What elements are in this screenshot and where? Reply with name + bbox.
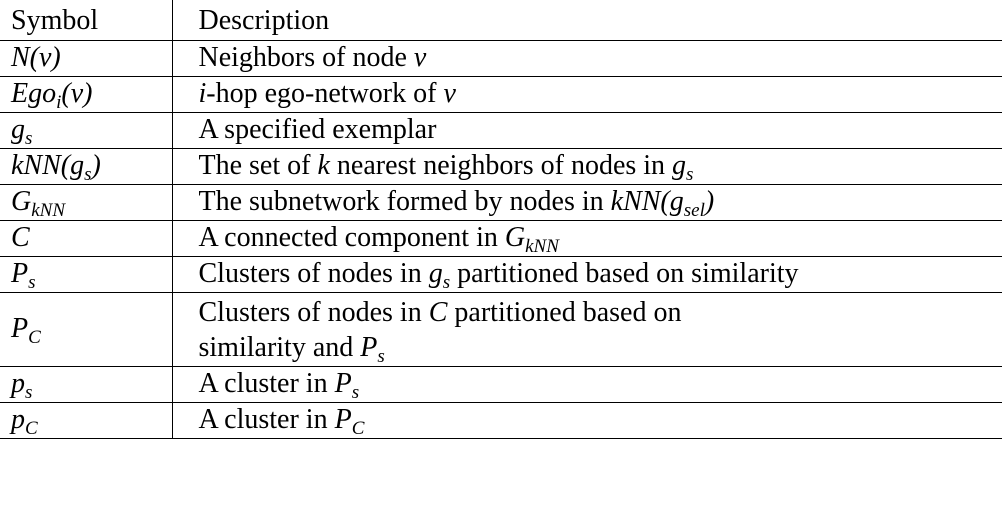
table-row: Ps Clusters of nodes in gs partitioned b…: [0, 255, 1002, 292]
table-row: gs A specified exemplar: [0, 111, 1002, 148]
description-cell: Clusters of nodes in gs partitioned base…: [172, 255, 1002, 292]
table-row: ps A cluster in Ps: [0, 365, 1002, 402]
table-row: pC A cluster in PC: [0, 401, 1002, 439]
table-row: kNN(gs) The set of k nearest neighbors o…: [0, 147, 1002, 184]
table-row: GkNN The subnetwork formed by nodes in k…: [0, 183, 1002, 220]
symbol-cell: Ps: [0, 255, 173, 292]
description-cell: i-hop ego-network of v: [172, 75, 1002, 112]
symbol-cell: GkNN: [0, 183, 173, 220]
table-row: N(v) Neighbors of node v: [0, 39, 1002, 76]
table-row: PC Clusters of nodes in C partitioned ba…: [0, 291, 1002, 366]
symbol-cell: N(v): [0, 39, 173, 76]
table-header-row: Symbol Description: [0, 0, 1002, 40]
symbol-cell: pC: [0, 401, 173, 439]
description-column-header: Description: [198, 4, 330, 36]
symbol-cell: PC: [0, 291, 173, 366]
description-cell: The set of k nearest neighbors of nodes …: [172, 147, 1002, 184]
symbol-cell: C: [0, 219, 173, 256]
symbol-cell: gs: [0, 111, 173, 148]
symbol-cell: Egoi(v): [0, 75, 173, 112]
description-cell: A cluster in Ps: [172, 365, 1002, 402]
symbol-cell: kNN(gs): [0, 147, 173, 184]
description-cell: A cluster in PC: [172, 401, 1002, 439]
description-cell: Clusters of nodes in C partitioned based…: [172, 291, 1002, 366]
description-cell: A specified exemplar: [172, 111, 1002, 148]
symbol-cell: ps: [0, 365, 173, 402]
table-row: Egoi(v) i-hop ego-network of v: [0, 75, 1002, 112]
description-cell: Neighbors of node v: [172, 39, 1002, 76]
description-cell: A connected component in GkNN: [172, 219, 1002, 256]
table-row: C A connected component in GkNN: [0, 219, 1002, 256]
description-cell: The subnetwork formed by nodes in kNN(gs…: [172, 183, 1002, 220]
symbol-column-header: Symbol: [0, 0, 173, 40]
notation-table: Symbol Description N(v) Neighbors of nod…: [0, 0, 1002, 439]
